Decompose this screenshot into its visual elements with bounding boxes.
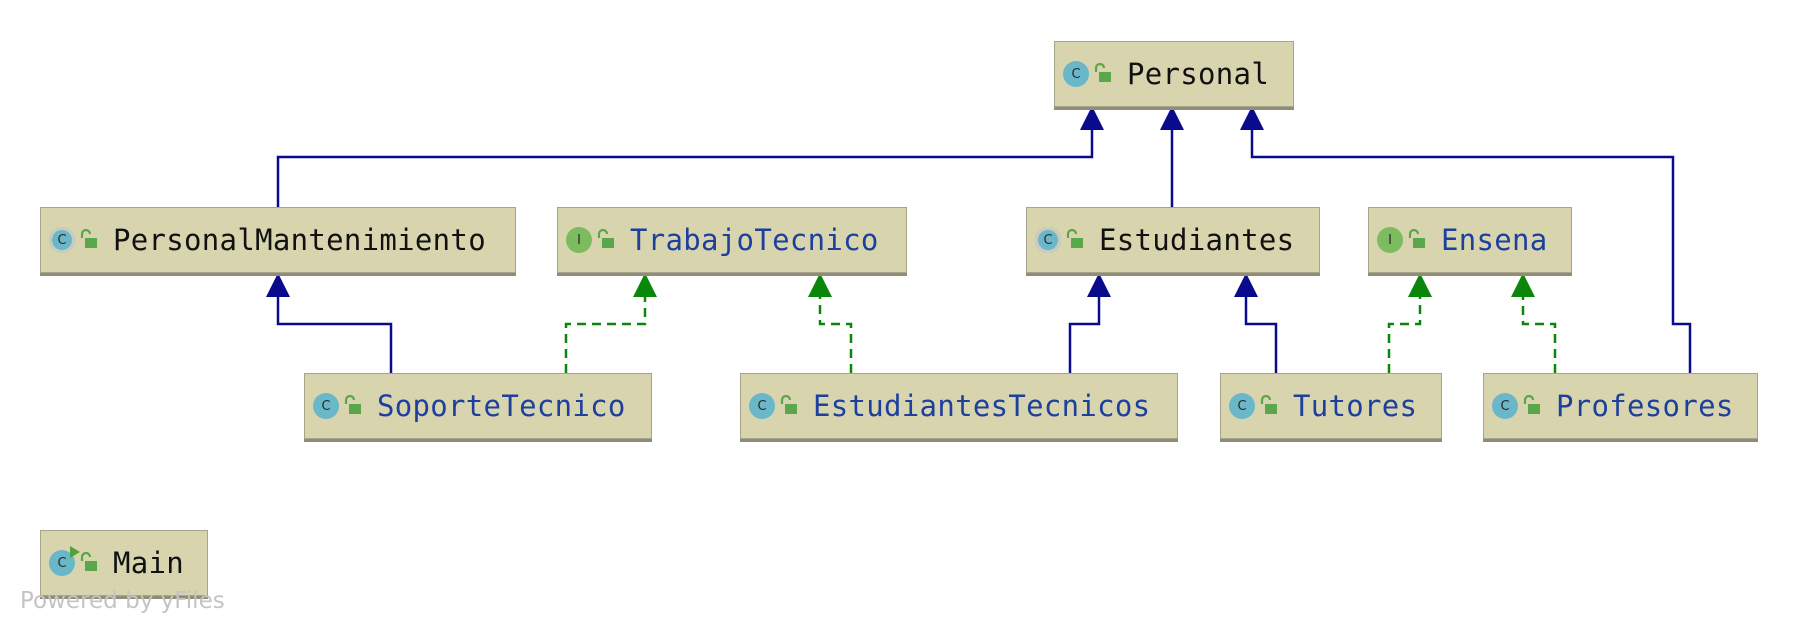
edge-soportetecnico-to-personalmantenimiento	[266, 273, 393, 373]
class-name: Tutores	[1293, 389, 1418, 423]
runnable-class-icon: C	[49, 546, 80, 576]
edge-estudiantestecnicos-to-estudiantes	[1068, 273, 1111, 373]
class-name: Profesores	[1556, 389, 1734, 423]
class-name: Main	[113, 546, 185, 580]
abstract-class-icon: C	[49, 227, 75, 253]
edge-tutores-implements-ensena	[1387, 273, 1432, 373]
powered-by-watermark: Powered by yFiles	[20, 588, 225, 614]
class-name: PersonalMantenimiento	[113, 223, 486, 257]
edge-personalmantenimiento-to-personal	[276, 106, 1104, 207]
edge-tutores-to-estudiantes	[1234, 273, 1278, 373]
interface-name: Ensena	[1441, 223, 1548, 257]
public-lock-icon	[344, 394, 361, 414]
abstract-class-icon: C	[1035, 227, 1061, 253]
class-icon: C	[1492, 393, 1518, 419]
public-lock-icon	[780, 394, 797, 414]
public-lock-icon	[1523, 394, 1540, 414]
edge-profesores-to-personal	[1240, 106, 1692, 373]
public-lock-icon	[1260, 394, 1277, 414]
public-lock-icon	[1408, 228, 1425, 248]
public-lock-icon	[597, 228, 614, 248]
class-node-personal[interactable]: C Personal	[1054, 41, 1294, 107]
edge-estudiantestecnicos-implements-trabajotecnico	[808, 273, 853, 373]
run-arrow-icon	[70, 546, 80, 558]
public-lock-icon	[80, 551, 97, 571]
interface-icon: I	[1377, 227, 1403, 253]
class-node-estudiantestecnicos[interactable]: C EstudiantesTecnicos	[740, 373, 1178, 439]
public-lock-icon	[1066, 228, 1083, 248]
class-icon: C	[1229, 393, 1255, 419]
edge-profesores-implements-ensena	[1511, 273, 1557, 373]
public-lock-icon	[1094, 62, 1111, 82]
interface-node-trabajotecnico[interactable]: I TrabajoTecnico	[557, 207, 907, 273]
class-name: SoporteTecnico	[377, 389, 626, 423]
class-node-profesores[interactable]: C Profesores	[1483, 373, 1758, 439]
interface-name: TrabajoTecnico	[630, 223, 879, 257]
class-icon: C	[1063, 61, 1089, 87]
edge-estudiantes-to-personal	[1160, 106, 1184, 207]
class-node-personalmantenimiento[interactable]: C PersonalMantenimiento	[40, 207, 516, 273]
class-name: Personal	[1127, 57, 1270, 91]
class-name: Estudiantes	[1099, 223, 1295, 257]
interface-icon: I	[566, 227, 592, 253]
edge-soportetecnico-implements-trabajotecnico	[564, 273, 657, 373]
class-node-main[interactable]: C Main	[40, 530, 208, 596]
class-node-tutores[interactable]: C Tutores	[1220, 373, 1442, 439]
class-name: EstudiantesTecnicos	[813, 389, 1151, 423]
public-lock-icon	[80, 228, 97, 248]
class-icon: C	[313, 393, 339, 419]
interface-node-ensena[interactable]: I Ensena	[1368, 207, 1572, 273]
class-node-soportetecnico[interactable]: C SoporteTecnico	[304, 373, 652, 439]
class-node-estudiantes[interactable]: C Estudiantes	[1026, 207, 1320, 273]
class-kind-letter: C	[57, 555, 67, 571]
class-icon: C	[749, 393, 775, 419]
